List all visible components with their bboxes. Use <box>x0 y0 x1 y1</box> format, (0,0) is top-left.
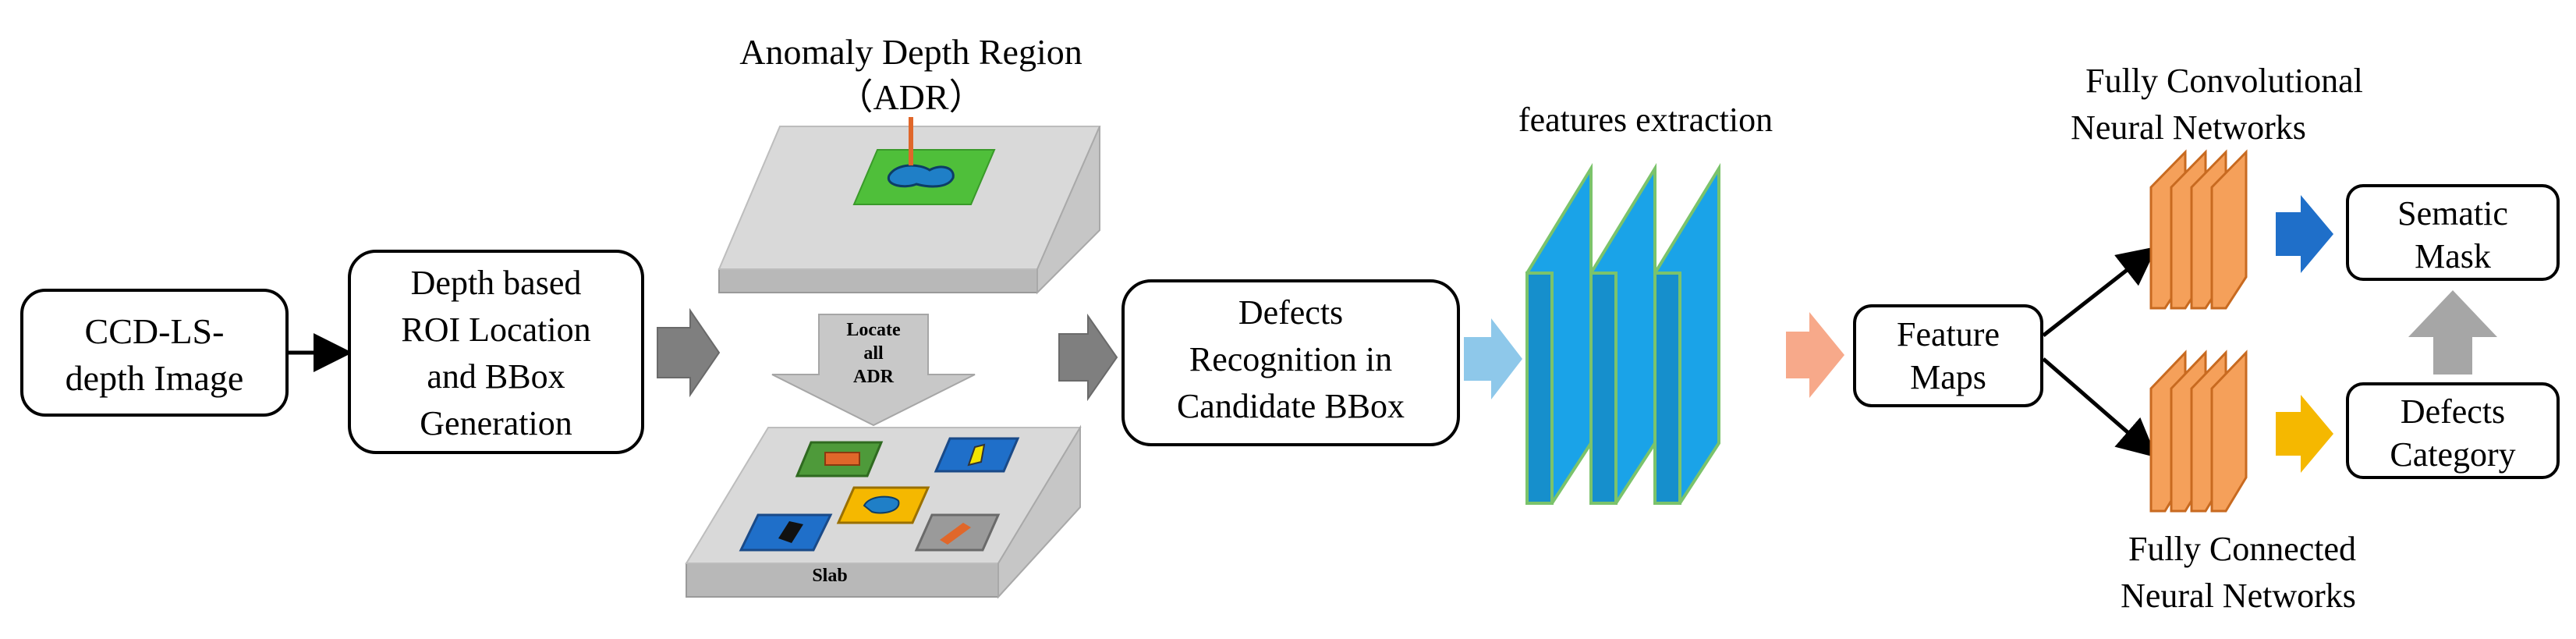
recognition-line3: Candidate BBox <box>1177 387 1405 425</box>
feature-maps-line2: Maps <box>1910 358 1986 396</box>
locate-arrow: Locate all ADR <box>771 314 976 427</box>
locate-line3: ADR <box>853 367 895 387</box>
adr-title-line2: （ADR） <box>837 77 984 117</box>
arrow-maps-fc <box>2042 357 2157 458</box>
feature-maps-line1: Feature <box>1897 315 2000 353</box>
fcn-label-line2: Neural Networks <box>2071 108 2306 147</box>
fcn-label-line1: Fully Convolutional <box>2085 62 2363 100</box>
patch-green-defect <box>824 452 860 466</box>
patch-gray-defect <box>940 523 971 545</box>
arrow-fc-category <box>2276 395 2333 473</box>
patch-blue-top-defect <box>967 443 986 467</box>
adr-blob <box>887 164 955 188</box>
fc-layers <box>2149 350 2248 513</box>
defects-category-node: Defects Category <box>2346 382 2560 479</box>
arrow-recognition-features <box>1464 318 1522 399</box>
roi-line1: Depth based <box>411 264 582 302</box>
defects-category-line1: Defects <box>2401 392 2505 431</box>
bottom-slab: Slab <box>685 424 1082 599</box>
input-line1: CCD-LS- <box>85 311 225 351</box>
semantic-mask-line1: Sematic <box>2397 194 2508 233</box>
arrow-roi-slab <box>657 307 721 398</box>
fc-label-line2: Neural Networks <box>2121 577 2356 615</box>
input-node: CCD-LS- depth Image <box>20 289 289 417</box>
roi-line4: Generation <box>420 404 572 442</box>
fcn-layers <box>2149 149 2248 310</box>
feature-layers <box>1525 162 1720 505</box>
recognition-line2: Recognition in <box>1189 340 1392 378</box>
input-line2: depth Image <box>66 358 244 398</box>
arrow-fcn-mask <box>2276 195 2333 273</box>
adr-title-line1: Anomaly Depth Region <box>739 32 1082 72</box>
semantic-mask-line2: Mask <box>2415 237 2491 275</box>
recognition-line1: Defects <box>1238 293 1343 332</box>
arrow-category-mask <box>2408 290 2497 375</box>
roi-line2: ROI Location <box>401 311 590 349</box>
roi-node: Depth based ROI Location and BBox Genera… <box>348 250 644 454</box>
roi-line3: and BBox <box>427 357 565 396</box>
fc-label-line1: Fully Connected <box>2128 530 2356 568</box>
locate-line2: all <box>863 343 884 364</box>
arrow-slab-recognition <box>1058 313 1118 402</box>
defects-category-line2: Category <box>2390 435 2515 474</box>
top-slab <box>718 117 1101 295</box>
patch-yellow-defect <box>863 495 900 514</box>
defects-recognition-node: Defects Recognition in Candidate BBox <box>1121 279 1460 446</box>
locate-line1: Locate <box>846 320 901 340</box>
arrow-features-maps <box>1786 312 1844 398</box>
arrow-maps-fcn <box>2042 246 2157 337</box>
patch-blue-bottom-defect <box>778 521 803 543</box>
slab-label: Slab <box>812 566 847 586</box>
feature-maps-node: Feature Maps <box>1853 304 2043 407</box>
semantic-mask-node: Sematic Mask <box>2346 184 2560 281</box>
features-extraction-label: features extraction <box>1518 101 1773 139</box>
